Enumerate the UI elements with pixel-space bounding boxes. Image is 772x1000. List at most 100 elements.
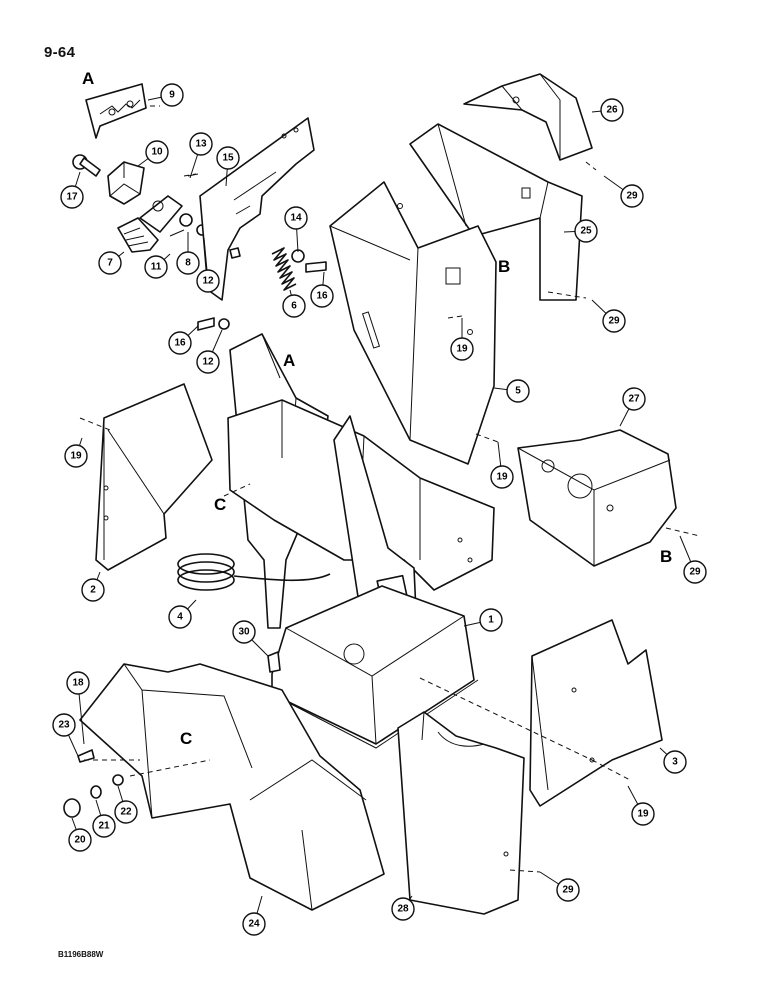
callout-29: 29 xyxy=(620,184,644,208)
callout-number: 6 xyxy=(291,301,297,312)
callout-circle xyxy=(92,814,116,838)
callout-number: 10 xyxy=(151,147,163,158)
section-letter-c: C xyxy=(180,729,192,748)
callout-circle xyxy=(310,284,334,308)
callout-20: 20 xyxy=(68,828,92,852)
callout-number: 24 xyxy=(248,919,260,930)
callout-12: 12 xyxy=(196,350,220,374)
callout-circle xyxy=(196,350,220,374)
part-27-housing xyxy=(517,429,677,567)
callout-number: 5 xyxy=(515,386,521,397)
callout-18: 18 xyxy=(66,671,90,695)
callout-7: 7 xyxy=(98,251,122,275)
connector-lines xyxy=(79,105,701,873)
callout-number: 20 xyxy=(74,835,86,846)
callout-circle xyxy=(145,140,169,164)
callout-circle xyxy=(556,878,580,902)
callout-6: 6 xyxy=(282,294,306,318)
callout-30: 30 xyxy=(232,620,256,644)
part-5-column xyxy=(329,181,497,465)
callout-19: 19 xyxy=(450,337,474,361)
small-hardware-lower xyxy=(63,651,281,818)
part-24-cover xyxy=(79,663,385,911)
callout-circle xyxy=(284,206,308,230)
callout-circle xyxy=(144,255,168,279)
callout-circle xyxy=(114,800,138,824)
callout-circle xyxy=(490,465,514,489)
callout-number: 15 xyxy=(222,153,234,164)
callout-25: 25 xyxy=(574,219,598,243)
callout-27: 27 xyxy=(622,387,646,411)
callout-9: 9 xyxy=(160,83,184,107)
callout-number: 28 xyxy=(397,904,409,915)
part-28-cover xyxy=(397,711,525,915)
callout-16: 16 xyxy=(168,331,192,355)
callout-19: 19 xyxy=(64,444,88,468)
callout-10: 10 xyxy=(145,140,169,164)
callout-circle xyxy=(168,331,192,355)
callout-circle xyxy=(66,671,90,695)
callout-number: 7 xyxy=(107,258,113,269)
callout-number: 29 xyxy=(689,567,701,578)
callout-circle xyxy=(160,83,184,107)
callout-15: 15 xyxy=(216,146,240,170)
callout-5: 5 xyxy=(506,379,530,403)
callout-number: 30 xyxy=(238,627,250,638)
callout-23: 23 xyxy=(52,713,76,737)
callout-circle xyxy=(450,337,474,361)
callout-circle xyxy=(282,294,306,318)
part-2-panel xyxy=(95,383,213,571)
callout-circle xyxy=(189,132,213,156)
callout-number: 18 xyxy=(72,678,84,689)
callout-number: 19 xyxy=(456,344,468,355)
part-10-block xyxy=(107,161,145,205)
callout-circle xyxy=(479,608,503,632)
callout-29: 29 xyxy=(683,560,707,584)
callout-17: 17 xyxy=(60,185,84,209)
callout-number: 19 xyxy=(637,809,649,820)
callout-circle xyxy=(216,146,240,170)
section-letter-b: B xyxy=(660,547,672,566)
part-7-pedal xyxy=(117,195,183,253)
section-letter-b: B xyxy=(498,257,510,276)
callout-number: 26 xyxy=(606,105,618,116)
part-4-cable xyxy=(177,553,331,591)
callout-3: 3 xyxy=(663,750,687,774)
callout-circle xyxy=(663,750,687,774)
callout-number: 29 xyxy=(608,316,620,327)
callout-number: 11 xyxy=(151,262,162,273)
section-letter-a: A xyxy=(82,69,94,88)
callout-circle xyxy=(52,713,76,737)
callout-circle xyxy=(391,897,415,921)
callout-12: 12 xyxy=(196,269,220,293)
callout-number: 3 xyxy=(672,757,678,768)
callout-22: 22 xyxy=(114,800,138,824)
callout-circle xyxy=(60,185,84,209)
callout-circle xyxy=(242,912,266,936)
callout-number: 21 xyxy=(98,821,110,832)
callout-number: 8 xyxy=(185,258,191,269)
callout-number: 27 xyxy=(628,394,640,405)
callout-19: 19 xyxy=(631,802,655,826)
callout-circle xyxy=(602,309,626,333)
callout-circle xyxy=(196,269,220,293)
callout-8: 8 xyxy=(176,251,200,275)
part-26-cap xyxy=(463,73,593,161)
callout-number: 4 xyxy=(177,612,183,623)
small-hardware xyxy=(72,154,241,259)
callout-11: 11 xyxy=(144,255,168,279)
callout-2: 2 xyxy=(81,578,105,602)
callout-circle xyxy=(600,98,624,122)
callout-number: 29 xyxy=(562,885,574,896)
callout-number: 23 xyxy=(58,720,70,731)
part-14-16-bolt xyxy=(197,249,327,331)
callout-circle xyxy=(176,251,200,275)
callout-number: 12 xyxy=(202,357,214,368)
reference-code: B1196B88W xyxy=(58,950,104,959)
callout-circle xyxy=(232,620,256,644)
callout-4: 4 xyxy=(168,605,192,629)
